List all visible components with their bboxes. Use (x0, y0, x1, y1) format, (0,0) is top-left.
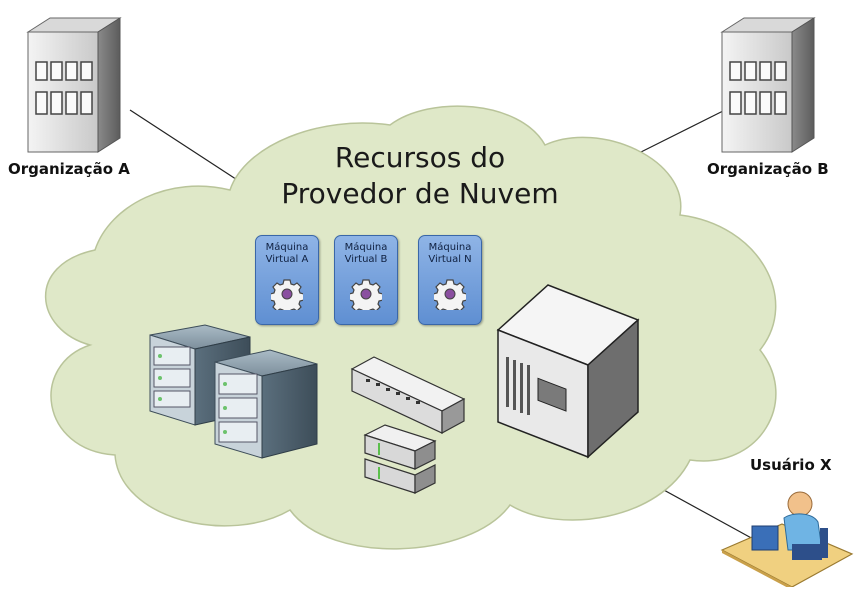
user-workstation-icon (720, 491, 854, 590)
mainframe-icon (496, 284, 640, 459)
vm-box-b: Máquina Virtual B (334, 235, 398, 325)
vm-label-line2: Virtual A (265, 254, 309, 265)
gear-icon (434, 279, 466, 310)
vm-label-line1: Máquina (265, 242, 309, 253)
gear-icon (271, 279, 303, 310)
building-icon (26, 17, 122, 153)
cloud-title-line-2: Provedor de Nuvem (281, 177, 559, 210)
org-b-label: Organização B (707, 160, 829, 178)
cloud-title: Recursos do Provedor de Nuvem (230, 140, 610, 212)
building-icon (720, 17, 816, 153)
vm-box-n: Máquina Virtual N (418, 235, 482, 325)
vm-box-a: Máquina Virtual A (255, 235, 319, 325)
user-x-label: Usuário X (750, 456, 832, 474)
link-org-a (129, 109, 246, 186)
network-switch-icon (350, 356, 466, 435)
gear-icon (350, 279, 382, 310)
vm-label-line1: Máquina (428, 242, 472, 253)
server-rack-icon (149, 324, 318, 459)
org-a-label: Organização A (8, 160, 130, 178)
vm-label-line2: Virtual N (428, 254, 472, 265)
small-server-icon (363, 424, 437, 494)
vm-label-line1: Máquina (344, 242, 388, 253)
cloud-title-line-1: Recursos do (334, 141, 506, 174)
vm-label-line2: Virtual B (344, 254, 388, 265)
